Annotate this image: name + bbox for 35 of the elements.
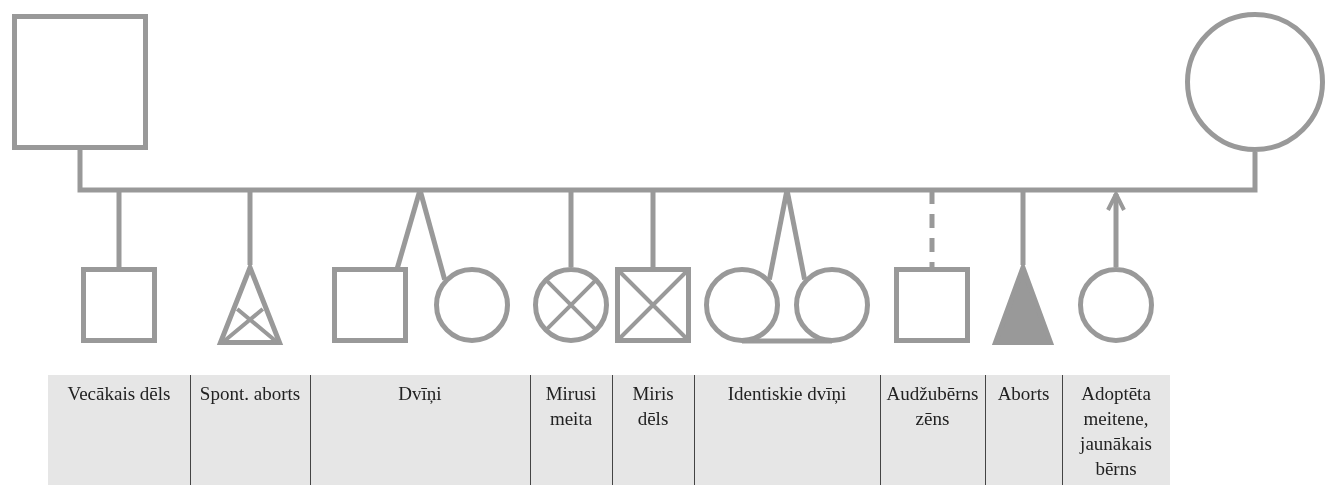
connector-line bbox=[1020, 190, 1026, 265]
square-symbol bbox=[81, 267, 157, 343]
filled-triangle-symbol bbox=[993, 265, 1053, 345]
circle-symbol bbox=[704, 267, 780, 343]
connector-line bbox=[742, 338, 832, 344]
circle-symbol bbox=[794, 267, 870, 343]
circle-crossed-symbol bbox=[533, 267, 609, 343]
arrow bbox=[1106, 192, 1126, 267]
table-cell: Adoptēta meitene, jaunākais bērns bbox=[1062, 375, 1170, 485]
table-cell: Mirusi meita bbox=[530, 375, 612, 485]
square-crossed-symbol bbox=[615, 267, 691, 343]
connector-line bbox=[784, 189, 808, 281]
circle-symbol bbox=[1078, 267, 1154, 343]
table-cell: Miris dēls bbox=[612, 375, 694, 485]
circle-symbol bbox=[434, 267, 510, 343]
connector-line bbox=[650, 190, 656, 267]
square-symbol bbox=[12, 14, 148, 150]
connector-line bbox=[77, 150, 1258, 193]
connector-line bbox=[116, 190, 122, 267]
connector-line bbox=[247, 190, 253, 265]
connector-line bbox=[394, 189, 423, 269]
table-cell: Identiskie dvīņi bbox=[694, 375, 880, 485]
connector-line bbox=[766, 189, 790, 281]
table-cell: Audžubērns zēns bbox=[880, 375, 985, 485]
circle-symbol bbox=[1185, 12, 1325, 152]
table-cell: Dvīņi bbox=[310, 375, 530, 485]
table-cell: Aborts bbox=[985, 375, 1062, 485]
triangle-crossed-symbol bbox=[218, 265, 282, 345]
connector-line bbox=[929, 190, 935, 267]
square-symbol bbox=[332, 267, 408, 343]
connector-line bbox=[417, 189, 448, 281]
table-cell: Vecākais dēls bbox=[48, 375, 190, 485]
square-symbol bbox=[894, 267, 970, 343]
connector-line bbox=[568, 190, 574, 267]
table-cell: Spont. aborts bbox=[190, 375, 310, 485]
